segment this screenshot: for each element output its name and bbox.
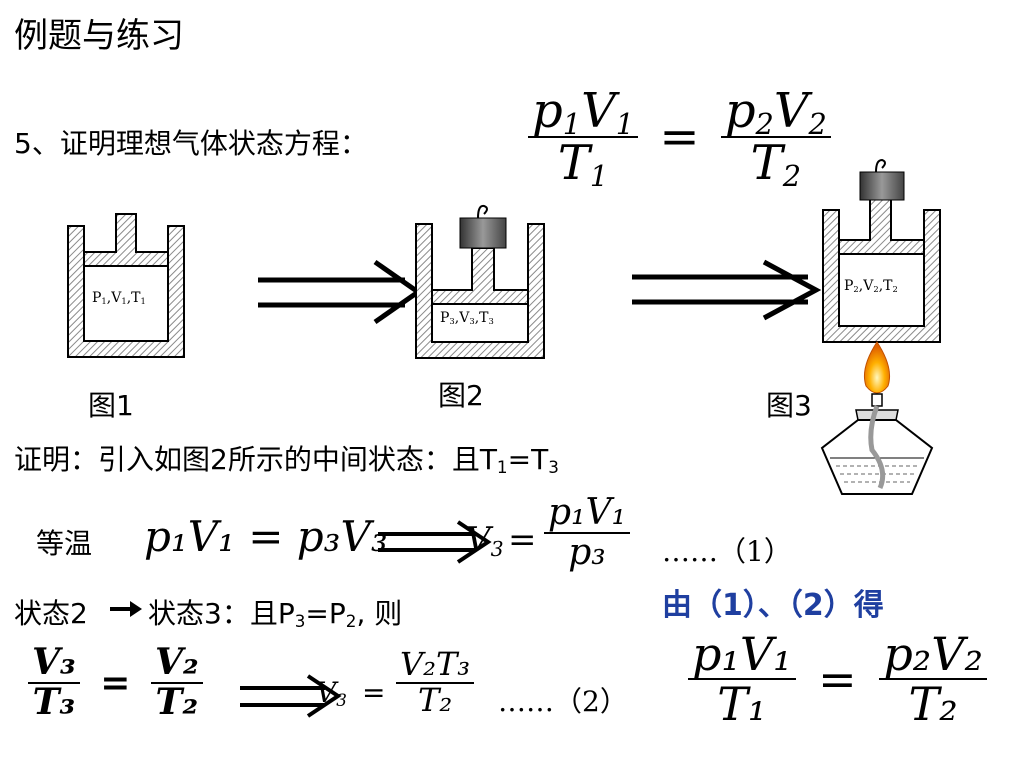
figure1-caption: 图1 [88,389,134,422]
figure1-cylinder [67,213,185,358]
figure2-cylinder [415,204,545,359]
fraction-1: p₁V₁ p₃ [544,494,630,572]
iso-label: 等温 [36,527,93,560]
state-arrow [110,601,142,617]
proof-intro: 证明：引入如图2所示的中间状态：且T1=T3 [14,443,559,478]
figure3-state-label: P2,V2,T2 [844,278,898,295]
figure3-caption: 图3 [766,389,812,422]
state-line-start: 状态2 [14,597,88,630]
state-equation: p1V1 T1 = p2V2 T2 [528,86,831,191]
alcohol-lamp [820,341,934,495]
final-equation: p₁V₁ T₁ = p₂V₂ T₂ [688,630,987,729]
arrow-1 [258,259,423,325]
eq2-marker: ……（2） [498,685,628,718]
figure2-state-label: P3,V3,T3 [440,310,494,327]
figure1-state-label: P1,V1,T1 [92,290,146,307]
figure2-caption: 图2 [438,379,484,412]
state-line-rest: 状态3：且P3=P2, 则 [148,597,403,632]
page-title: 例题与练习 [14,16,184,56]
v3-label: V3 [466,520,504,562]
proof-arrow-2 [240,674,342,718]
conclusion-label: 由（1）、（2）得 [662,588,884,623]
proof-arrow-1 [378,520,492,564]
eq1-marker: ……（1） [662,535,792,568]
figure3-cylinder [822,158,941,343]
v3-label-2: V3 [316,676,347,711]
arrow-2 [632,259,822,321]
fraction-2: V₂T₃ T₂ [396,647,475,717]
iso-equation: p₁V₁ = p₃V₃ [144,512,388,561]
v3-equals-2: = [362,676,386,709]
v3-equals: = [508,520,537,560]
problem-label: 5、证明理想气体状态方程： [14,127,368,160]
ratio-equation: V₃ T₃ = V₂ T₂ [28,643,203,722]
